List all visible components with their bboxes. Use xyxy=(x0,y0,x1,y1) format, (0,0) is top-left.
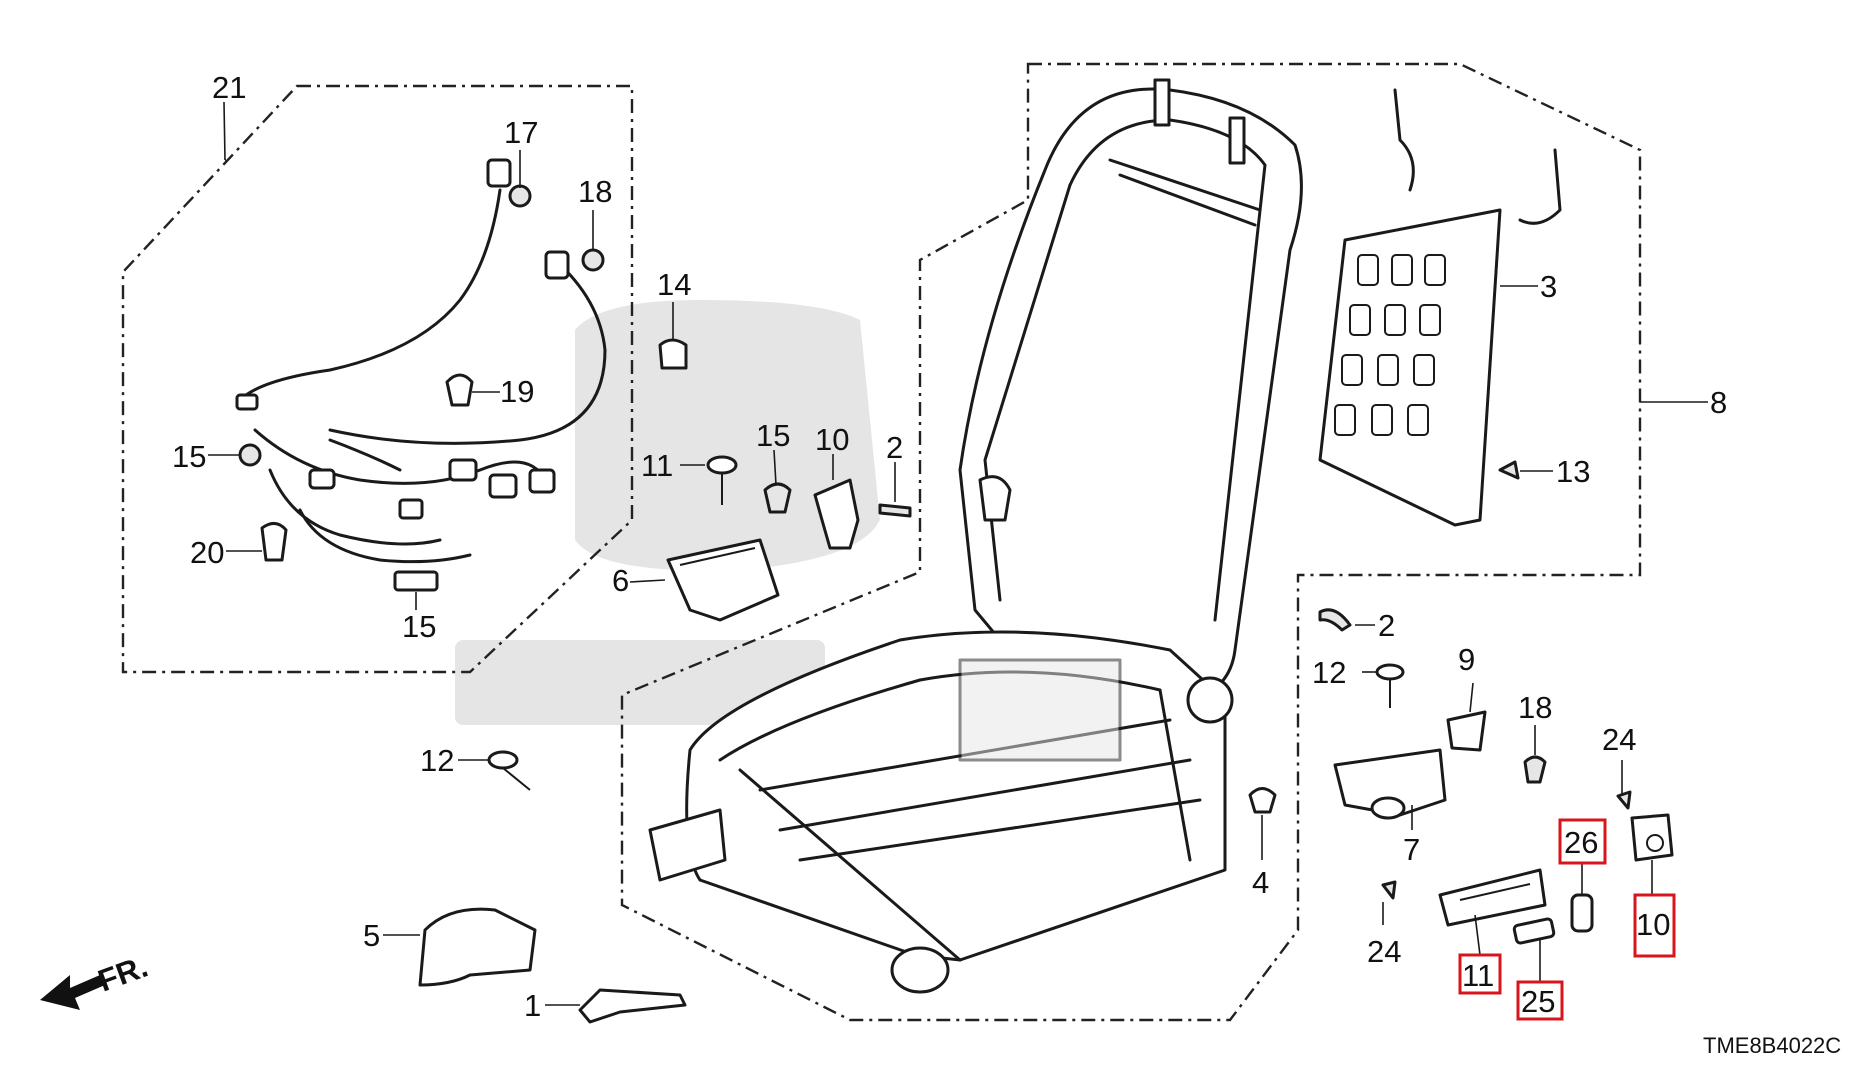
callout-23: 20 xyxy=(190,535,224,570)
callout-24-lower: 24 xyxy=(1367,934,1401,969)
seat-frame xyxy=(648,78,1303,994)
screw-24-lower xyxy=(1381,880,1397,900)
callout-5: 5 xyxy=(363,918,380,953)
callout-21: 18 xyxy=(578,174,612,209)
pin-2-lower xyxy=(1318,608,1352,632)
group-boundary-8 xyxy=(620,62,1642,1022)
bracket-12 xyxy=(1446,710,1487,752)
highlight-box-26 xyxy=(1558,818,1607,865)
clip-21 xyxy=(581,248,605,272)
knob-26 xyxy=(1570,893,1594,933)
front-marker-label: FR. xyxy=(93,949,152,999)
switch-11 xyxy=(1438,868,1547,927)
callout-2-lower: 2 xyxy=(1378,608,1395,643)
callout-15-lower-left: 12 xyxy=(420,743,454,778)
front-arrow-icon: FR. xyxy=(40,949,152,1010)
cover-7 xyxy=(1333,748,1447,820)
clip-20 xyxy=(508,184,532,208)
bolt-15-lower-left xyxy=(487,750,531,791)
clip-19 xyxy=(238,443,262,467)
bolt-15-lower-right xyxy=(1375,663,1405,708)
callout-11: 11 xyxy=(1462,958,1494,993)
callout-20: 17 xyxy=(504,115,538,150)
clip-16 xyxy=(658,338,688,370)
callout-10: 10 xyxy=(1636,907,1670,942)
callout-9: 21 xyxy=(212,70,246,105)
callout-6: 6 xyxy=(612,563,629,598)
pin-2-upper xyxy=(878,503,912,518)
bolt-15-upper xyxy=(706,455,738,505)
callout-15-lower-right-label: 12 xyxy=(1312,655,1346,690)
back-pad-3 xyxy=(1318,88,1562,527)
callout-13: 10 xyxy=(815,422,849,457)
bracket-1 xyxy=(578,988,687,1024)
callout-25: 25 xyxy=(1521,984,1555,1019)
group-boundary-9 xyxy=(121,84,634,674)
callout-7: 7 xyxy=(1403,832,1420,867)
callout-18-upper: 15 xyxy=(756,418,790,453)
callout-3: 3 xyxy=(1540,269,1557,304)
clip-23 xyxy=(260,522,288,562)
callout-14: 13 xyxy=(1556,454,1590,489)
switch-10 xyxy=(1630,813,1674,862)
highlight-box-10 xyxy=(1633,893,1676,958)
highlight-box-25 xyxy=(1516,980,1564,1021)
highlight-box-11 xyxy=(1458,953,1502,995)
bracket-13 xyxy=(813,478,860,550)
callout-2-upper: 2 xyxy=(886,430,903,465)
cover-5 xyxy=(418,907,537,987)
callout-17: 15 xyxy=(402,609,436,644)
callout-26: 26 xyxy=(1564,825,1598,860)
clip-18-upper xyxy=(763,482,792,514)
part-code: TME8B4022C xyxy=(1703,1033,1841,1058)
callout-24-upper: 24 xyxy=(1602,722,1636,757)
harness-assembly xyxy=(235,158,607,564)
knob-25 xyxy=(1512,917,1556,945)
screw-14 xyxy=(1498,460,1520,480)
cover-6 xyxy=(666,538,780,622)
nut-4 xyxy=(1248,787,1277,814)
callout-19: 15 xyxy=(172,439,206,474)
callout-15-upper: 11 xyxy=(641,448,673,483)
watermark-logo xyxy=(455,300,880,725)
callout-4: 4 xyxy=(1252,865,1269,900)
callout-18-lower-label: 18 xyxy=(1518,690,1552,725)
callout-12-label: 9 xyxy=(1458,642,1475,677)
callout-1: 1 xyxy=(524,988,541,1023)
callout-8: 8 xyxy=(1710,385,1727,420)
screw-24-upper xyxy=(1616,790,1632,810)
callout-16: 14 xyxy=(657,267,691,302)
bracket-17 xyxy=(393,570,439,592)
callout-22: 19 xyxy=(500,374,534,409)
clip-18-lower xyxy=(1523,755,1547,784)
clip-22 xyxy=(445,373,474,407)
leader-lines xyxy=(208,101,1708,1006)
